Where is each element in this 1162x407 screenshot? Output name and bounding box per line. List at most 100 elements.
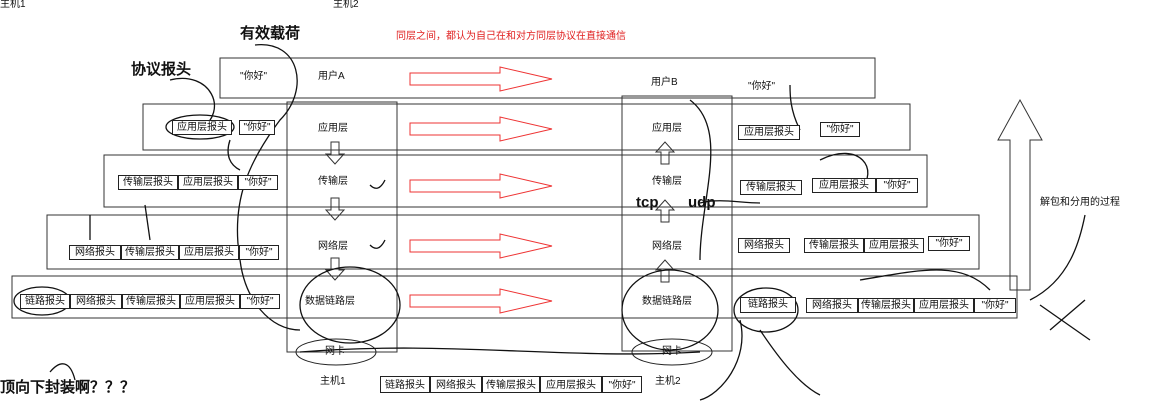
header-cell-network: 网络报头 xyxy=(69,245,121,260)
scribble xyxy=(227,139,241,171)
encapsulation-question: 顶向下封装啊？？？ xyxy=(0,379,136,396)
header-cell-transport: 传输层报头 xyxy=(804,238,864,253)
layer-band-application xyxy=(142,103,911,151)
payload-cell: "你好" xyxy=(602,376,642,393)
header-cell-application: 应用层报头 xyxy=(178,175,238,190)
scribble xyxy=(699,200,761,204)
header-cell-transport: 传输层报头 xyxy=(121,245,179,260)
protocol-header-annotation: 协议报头 xyxy=(131,61,192,78)
payload-cell: "你好" xyxy=(239,120,275,135)
layer-band-link xyxy=(11,275,1018,319)
header-cell-network: 网络报头 xyxy=(70,294,122,309)
down-arrow xyxy=(324,197,346,221)
peer-arrow-application xyxy=(409,116,553,142)
peer-arrows xyxy=(409,66,553,314)
layer-band-transport xyxy=(103,154,928,208)
peer-arrow-user xyxy=(409,66,553,92)
payload-cell: "你好" xyxy=(238,175,278,190)
scribble-oval xyxy=(165,114,235,140)
header-cell-application: 应用层报头 xyxy=(172,120,232,135)
scribble-oval xyxy=(733,287,799,333)
host1-link-layer: 数据链路层 xyxy=(305,296,355,307)
header-cell-link: 链路报头 xyxy=(740,297,796,313)
scribble xyxy=(1029,214,1086,301)
scribble xyxy=(49,363,76,381)
scribble xyxy=(859,269,991,291)
scribble xyxy=(789,84,801,131)
host2-application-layer: 应用层 xyxy=(652,123,682,134)
header-cell-transport: 传输层报头 xyxy=(122,294,180,309)
layer-band-network xyxy=(46,214,980,270)
host1-application-layer: 应用层 xyxy=(318,123,348,134)
payload-annotation: 有效载荷 xyxy=(240,25,301,42)
scribble xyxy=(369,179,386,189)
host2-up-arrows xyxy=(654,141,676,283)
header-cell-application: 应用层报头 xyxy=(540,376,602,393)
scribble xyxy=(1049,299,1086,331)
host1-nic: 网卡 xyxy=(325,346,345,357)
header-cell-application: 应用层报头 xyxy=(179,245,239,260)
up-arrow xyxy=(654,199,676,223)
scribble-oval xyxy=(299,266,401,344)
scribble xyxy=(299,347,701,355)
host1-nic-oval xyxy=(295,338,377,366)
header-cell-application: 应用层报头 xyxy=(812,178,876,193)
host2-top-label: 主机2 xyxy=(333,0,359,10)
peer-arrow-transport xyxy=(409,173,553,199)
unpack-annotation: 解包和分用的过程 xyxy=(1040,197,1120,208)
scribble xyxy=(1039,304,1091,341)
host1-top-label: 主机1 xyxy=(0,0,26,10)
payload-cell: "你好" xyxy=(240,294,280,309)
host2-stack xyxy=(621,95,733,352)
host1-transport-layer: 传输层 xyxy=(318,176,348,187)
scribble xyxy=(699,319,743,401)
host2-nic: 网卡 xyxy=(662,346,682,357)
header-cell-transport: 传输层报头 xyxy=(740,180,802,195)
scribble xyxy=(144,204,151,241)
payload-cell: "你好" xyxy=(974,298,1016,313)
udp-annotation: udp xyxy=(688,194,716,211)
header-cell-application: 应用层报头 xyxy=(180,294,240,309)
down-arrow xyxy=(324,141,346,165)
header-cell-transport: 传输层报头 xyxy=(482,376,540,393)
host1-stack xyxy=(286,101,398,353)
header-cell-transport: 传输层报头 xyxy=(858,298,914,313)
header-cell-application: 应用层报头 xyxy=(864,238,924,253)
payload-cell: "你好" xyxy=(928,236,970,251)
payload-cell: "你好" xyxy=(876,178,918,193)
host1-network-layer: 网络层 xyxy=(318,241,348,252)
host1-down-arrows xyxy=(324,141,346,281)
payload-text: "你好" xyxy=(748,81,776,92)
unpack-up-arrow xyxy=(997,98,1043,291)
header-cell-transport: 传输层报头 xyxy=(118,175,178,190)
scribble xyxy=(759,329,821,396)
header-cell-link: 链路报头 xyxy=(380,376,430,393)
scribble-oval xyxy=(621,269,719,351)
header-cell-network: 网络报头 xyxy=(806,298,858,313)
up-arrow xyxy=(654,259,676,283)
host2-transport-layer: 传输层 xyxy=(652,176,682,187)
host1-label: 主机1 xyxy=(320,376,346,387)
payload-cell: "你好" xyxy=(820,122,860,137)
up-arrow xyxy=(654,141,676,165)
header-cell-link: 链路报头 xyxy=(20,294,70,309)
payload-text: "你好" xyxy=(240,71,268,82)
host2-label: 主机2 xyxy=(655,376,681,387)
header-cell-network: 网络报头 xyxy=(738,238,790,253)
layer-band-user xyxy=(219,57,876,99)
payload-cell: "你好" xyxy=(239,245,279,260)
header-cell-application: 应用层报头 xyxy=(914,298,974,313)
peer-arrow-link xyxy=(409,288,553,314)
peer-arrow-network xyxy=(409,233,553,259)
header-cell-application: 应用层报头 xyxy=(738,125,800,140)
host2-network-layer: 网络层 xyxy=(652,241,682,252)
peer-communication-note: 同层之间，都认为自己在和对方同层协议在直接通信 xyxy=(396,31,626,42)
host2-link-layer: 数据链路层 xyxy=(642,296,692,307)
scribble xyxy=(369,239,386,249)
user-b-label: 用户B xyxy=(651,77,678,88)
tcp-annotation: tcp xyxy=(636,194,659,211)
scribble xyxy=(689,99,712,261)
host2-nic-oval xyxy=(631,338,713,366)
user-a-label: 用户A xyxy=(318,71,345,82)
